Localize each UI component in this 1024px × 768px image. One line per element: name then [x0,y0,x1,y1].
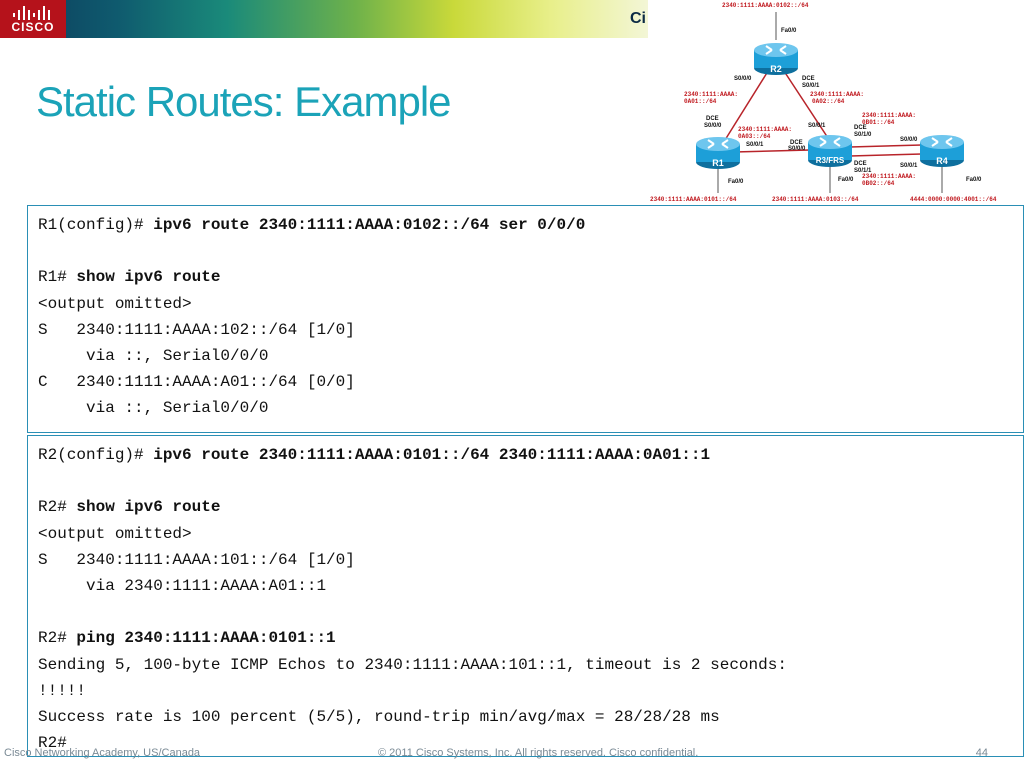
r1-config-line: R1(config)# ipv6 route 2340:1111:AAAA:01… [38,212,1013,238]
link-r1-r2 [719,67,771,149]
r2-route-command: ipv6 route 2340:1111:AAAA:0101::/64 2340… [153,446,711,464]
r2-config-box: R2(config)# ipv6 route 2340:1111:AAAA:01… [27,435,1024,757]
r4-s001-label: S0/0/1 [900,163,918,169]
ping-result-marks: !!!!! [38,681,87,700]
slide-title: Static Routes: Example [36,78,452,125]
r2-config-line: R2(config)# ipv6 route 2340:1111:AAAA:01… [38,442,1013,468]
net-r1r3-line2: 0A03::/64 [738,133,771,140]
r1-dce-label: DCE [706,116,719,122]
link-r3-r4-b [849,153,923,157]
r1-fa-label: Fa0/0 [728,179,744,185]
header-brand: Ci [630,10,646,27]
output-omitted: <output omitted> [38,524,192,543]
output-omitted: <output omitted> [38,294,192,313]
router-r2-name: R2 [770,64,782,74]
r2-ping-prompt: R2# [38,629,77,648]
topology-diagram: R2 R1 R3/FRS R4 Fa0/0 S0/0/0 DCE S0/0/1 … [650,2,997,203]
route-entry-static: S 2340:1111:AAAA:101::/64 [1/0] [38,550,355,569]
r3-dce1-label: DCE [790,140,803,146]
route-entry-static-via: via ::, Serial0/0/0 [38,346,269,365]
r2-s000-label: S0/0/0 [734,76,752,82]
cisco-bars-icon [13,6,50,20]
router-r1-icon [696,137,740,169]
router-r1-name: R1 [712,158,724,168]
footer-copyright: © 2011 Cisco Systems, Inc. All rights re… [378,747,699,759]
net-r2r3-line2: 0A02::/64 [812,98,845,105]
net-r1r2-line2: 0A01::/64 [684,98,717,105]
net-r1r2-line1: 2340:1111:AAAA: [684,91,738,98]
r2-fa-label: Fa0/0 [781,28,797,34]
r2-ping-command: ping 2340:1111:AAAA:0101::1 [76,629,336,648]
r2-show-command: show ipv6 route [76,498,221,517]
route-entry-static-via: via 2340:1111:AAAA:A01::1 [38,576,327,595]
lan-r1-address: 2340:1111:AAAA:0101::/64 [650,196,737,203]
header-bar: CISCO Ci [0,0,648,38]
net-r3r4a-line1: 2340:1111:AAAA: [862,112,916,119]
r1-prompt: R1# [38,268,77,287]
route-entry-connected: C 2340:1111:AAAA:A01::/64 [0/0] [38,373,355,392]
r4-fa-label: Fa0/0 [966,177,982,183]
lan-r3-address: 2340:1111:AAAA:0103::/64 [772,196,859,203]
r2-dce-label: DCE [802,76,815,82]
net-r3r4a-line2: 0B01::/64 [862,119,895,126]
r1-show-command: show ipv6 route [76,268,221,287]
r4-s000-label: S0/0/0 [900,137,918,143]
router-r3-icon [808,135,852,167]
r3-dce4-label: DCE [854,161,867,167]
r3-s001-top-label: S0/0/1 [808,123,826,129]
cisco-logo: CISCO [0,0,66,38]
router-r4-name: R4 [936,156,948,166]
lan-r2-address: 2340:1111:AAAA:0102::/64 [722,2,809,9]
router-r2-icon [754,43,798,75]
r3-s010-label: S0/1/0 [854,132,872,138]
r2-config-prompt: R2(config)# [38,446,154,464]
ping-success-line: Success rate is 100 percent (5/5), round… [38,707,720,726]
r1-route-command: ipv6 route 2340:1111:AAAA:0102::/64 ser … [153,216,586,234]
links [719,67,923,157]
r2-show-line: R2# show ipv6 route [38,494,1013,520]
r1-config-box: R1(config)# ipv6 route 2340:1111:AAAA:01… [27,205,1024,433]
link-r1-r3 [733,149,811,153]
r1-s000-label: S0/0/0 [704,123,722,129]
net-r3r4b-line1: 2340:1111:AAAA: [862,173,916,180]
route-entry-connected-via: via ::, Serial0/0/0 [38,399,269,418]
router-r4-icon [920,135,964,167]
r1-show-line: R1# show ipv6 route [38,264,1013,290]
footer-page-number: 44 [975,747,988,759]
link-r2-r3 [781,67,829,139]
r2-prompt: R2# [38,498,77,517]
net-r2r3-line1: 2340:1111:AAAA: [810,91,864,98]
net-r1r3-line1: 2340:1111:AAAA: [738,126,792,133]
r2-s001-label: S0/0/1 [802,83,820,89]
route-entry-static: S 2340:1111:AAAA:102::/64 [1/0] [38,320,355,339]
link-r3-r4-a [849,144,923,148]
r1-s001-label: S0/0/1 [746,142,764,148]
router-r3-name: R3/FRS [816,156,845,165]
logo-text: CISCO [11,20,55,34]
ping-sending-line: Sending 5, 100-byte ICMP Echos to 2340:1… [38,655,787,674]
r1-config-prompt: R1(config)# [38,216,154,234]
r3-fa-label: Fa0/0 [838,177,854,183]
r2-final-prompt: R2# [38,734,67,753]
r3-dce2-label: DCE [854,125,867,131]
blank-line [38,468,1013,494]
r3-s011-label: S0/1/1 [854,168,872,174]
lan-r4-address: 4444:0000:0000:4001::/64 [910,196,997,203]
blank-line [38,238,1013,264]
r2-ping-line: R2# ping 2340:1111:AAAA:0101::1 [38,625,1013,651]
r3-s000-label: S0/0/0 [788,146,806,152]
footer-academy: Cisco Networking Academy, US/Canada [4,747,201,759]
blank-line [38,599,1013,625]
net-r3r4b-line2: 0B02::/64 [862,180,895,187]
